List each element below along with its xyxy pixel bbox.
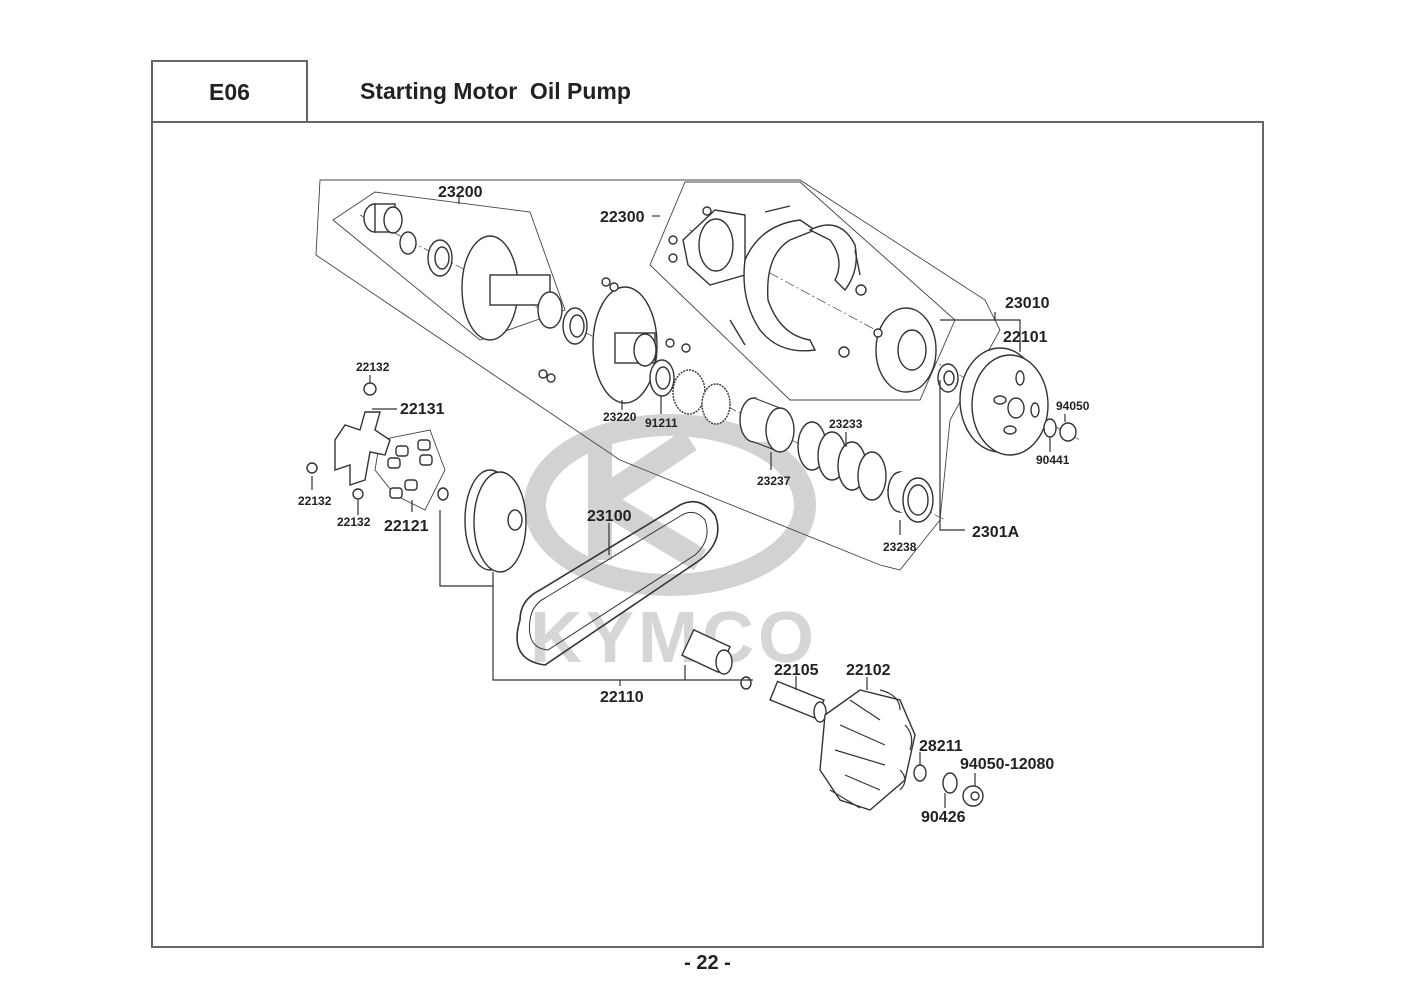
part-washer [399,231,417,255]
label-22105: 22105 [774,662,819,679]
label-22110: 22110 [600,689,644,706]
diagram-frame [151,121,1264,948]
part-clutch-bolts [668,206,867,358]
outline-22121-group [374,429,446,511]
part-driven-face-fixed [461,235,563,341]
outline-2301a-assembly [315,179,1001,571]
part-22102-fan-drive-face [819,689,916,811]
part-labels: 23200 22300 23010 22101 22132 22131 2213… [298,184,1090,826]
outline-22300-group [649,181,956,401]
watermark-ring [524,414,816,596]
label-94050: 94050 [1056,399,1090,413]
label-90426: 90426 [921,809,966,826]
part-90426-washer [942,772,958,794]
part-23233-spring [797,421,887,501]
label-22101: 22101 [1003,329,1048,346]
part-23200-bushing [363,203,403,234]
outline-23200-group [332,191,566,341]
group-outlines [315,179,1001,571]
label-94050-12080: 94050-12080 [960,756,1054,773]
watermark-k [588,430,707,571]
part-o-ring-2 [701,383,731,425]
label-23220: 23220 [603,410,637,424]
part-oil-seal [562,307,588,345]
label-91211: 91211 [645,416,678,430]
part-23237-collar [739,397,795,453]
part-90441-washer [1043,418,1057,438]
label-23237: 23237 [757,474,791,488]
label-23100: 23100 [587,508,632,525]
label-22102: 22102 [846,662,891,679]
label-28211: 28211 [919,738,963,755]
part-collar [681,628,733,675]
part-22132-slide-piece-left [306,462,318,474]
part-94050-nut [1059,422,1077,442]
label-22131: 22131 [400,401,445,418]
part-clutch-hub [873,307,937,393]
section-code-cell: E06 [151,60,308,122]
part-spring-right [854,249,861,276]
part-23238-cup [887,471,934,523]
part-bearing [427,239,453,277]
part-91211-seal [649,359,675,397]
part-pins [538,277,691,383]
page-number: - 22 - [684,952,731,974]
part-clutch-shoes [743,219,857,352]
label-22132-top: 22132 [356,360,390,374]
part-clutch-nut [937,363,959,393]
label-23233: 23233 [829,417,863,431]
label-23200: 23200 [438,184,483,201]
label-22132-bottom: 22132 [337,515,371,529]
page-title: Starting Motor Oil Pump [360,78,631,104]
label-23238: 23238 [883,540,917,554]
part-22121-weight-rollers [387,439,433,499]
label-22121: 22121 [384,518,429,535]
leader-lines [311,197,1066,808]
part-clutch-plate [682,209,746,286]
part-22110-movable-drive-face [464,469,527,573]
part-94050-12080-nut [962,785,984,807]
part-22132-slide-piece-bottom [352,488,364,500]
part-circlip-small [740,676,752,690]
part-22101-clutch-outer [959,347,1049,456]
kymco-watermark: KYMCO [524,414,818,678]
label-2301A: 2301A [972,524,1020,541]
part-circlip [437,487,449,501]
watermark-text: KYMCO [530,598,818,678]
part-spring-top [764,205,791,213]
part-22131-ramp-plate [334,411,391,486]
part-22105-tube [769,680,827,723]
label-23010: 23010 [1005,295,1050,312]
section-code: E06 [209,78,250,105]
label-22300: 22300 [600,209,645,226]
label-22132-left: 22132 [298,494,332,508]
label-90441: 90441 [1036,453,1070,467]
part-28211-ratchet [913,764,927,782]
part-spring-left [729,319,746,346]
part-23220-driven-face-sliding [592,286,658,404]
part-22132-slide-piece-top [363,382,377,396]
part-o-ring-1 [672,369,706,415]
part-23100-drive-belt [516,500,719,666]
